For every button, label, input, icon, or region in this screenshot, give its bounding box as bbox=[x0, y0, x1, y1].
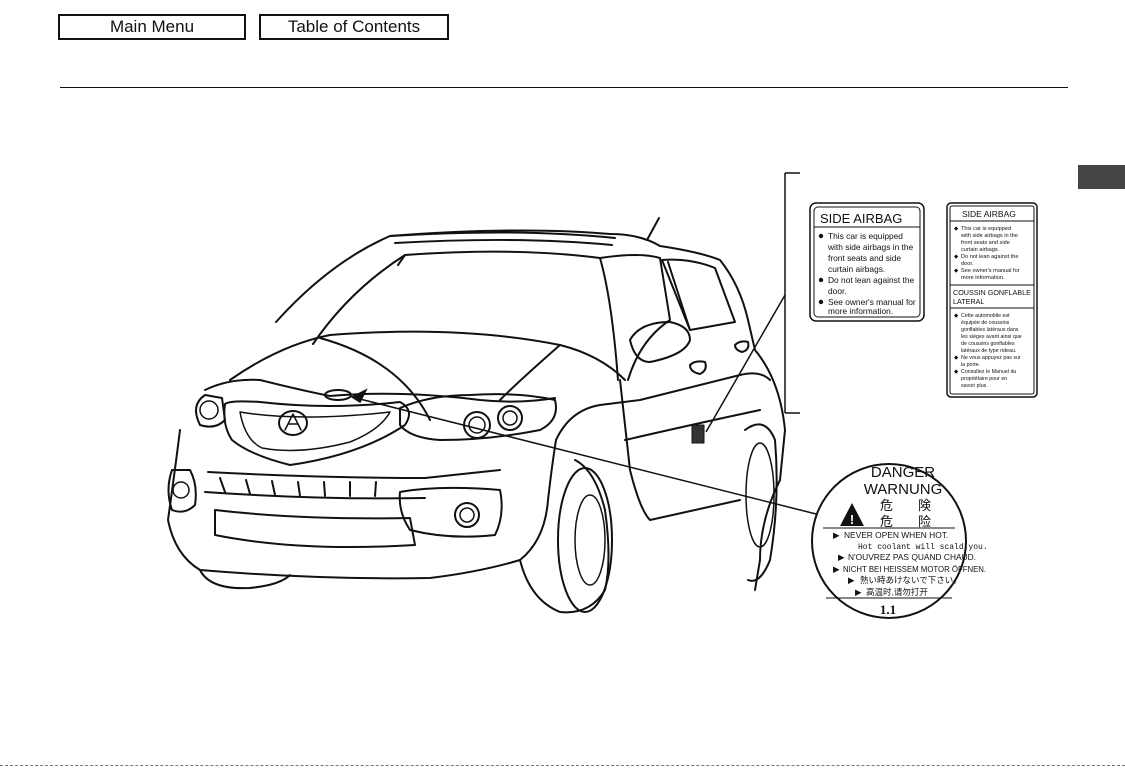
label-line: with side airbags in the bbox=[827, 242, 914, 252]
danger-heading: DANGER bbox=[871, 464, 935, 481]
label-line: curtain airbags. bbox=[828, 264, 885, 274]
label-line: See owner's manual for bbox=[828, 297, 916, 307]
triangle-pointer-icon: ▶ bbox=[838, 552, 845, 562]
label-line: de coussins gonflables bbox=[961, 341, 1015, 347]
cjk-danger-2a: 危 bbox=[880, 514, 893, 529]
warning-line: 高温时,请勿打开 bbox=[866, 587, 928, 597]
svg-text:!: ! bbox=[850, 512, 854, 527]
warning-line: NICHT BEI HEISSEM MOTOR ÖFFNEN. bbox=[843, 565, 986, 574]
label-line: latéraux de type rideau. bbox=[961, 348, 1016, 354]
header-rule bbox=[60, 87, 1068, 88]
side-airbag-label-english: SIDE AIRBAG This car is equipped with si… bbox=[809, 202, 925, 322]
table-of-contents-button[interactable]: Table of Contents bbox=[259, 14, 449, 40]
label-line: gonflables latéraux dans bbox=[961, 327, 1019, 333]
radiator-cap-danger-label: DANGER WARNUNG ! 危 険 危 险 ▶ NEVER OPEN WH… bbox=[811, 463, 988, 619]
label-line: See owner's manual for bbox=[961, 268, 1020, 274]
section-tab bbox=[1078, 165, 1125, 189]
suv-line-drawing bbox=[167, 217, 786, 614]
label-title: SIDE AIRBAG bbox=[820, 211, 902, 226]
label-line: front seats and side bbox=[961, 240, 1010, 246]
page-bottom-edge bbox=[0, 765, 1125, 766]
cjk-danger-1a: 危 bbox=[880, 498, 893, 513]
triangle-pointer-icon: ▶ bbox=[848, 575, 855, 585]
label-line: front seats and side bbox=[828, 253, 901, 263]
svg-text:◆: ◆ bbox=[954, 226, 959, 232]
svg-text:◆: ◆ bbox=[954, 268, 959, 274]
side-airbag-label-bilingual: SIDE AIRBAG ◆ This car is equipped with … bbox=[946, 202, 1038, 398]
triangle-pointer-icon: ▶ bbox=[833, 530, 840, 540]
label-line: with side airbags in the bbox=[960, 233, 1018, 239]
label-line: les sièges avant ainsi que bbox=[961, 334, 1022, 340]
label-line: savoir plus. bbox=[961, 383, 988, 389]
triangle-pointer-icon: ▶ bbox=[833, 564, 840, 574]
label-line: This car is equipped bbox=[828, 231, 903, 241]
label-line: more information. bbox=[961, 275, 1005, 281]
warnung-heading: WARNUNG bbox=[864, 481, 943, 498]
label-line: Ne vous appuyez pas sur bbox=[961, 355, 1021, 361]
label-line: This car is equipped bbox=[961, 226, 1011, 232]
warning-line: N'OUVREZ PAS QUAND CHAUD. bbox=[848, 552, 976, 562]
svg-text:◆: ◆ bbox=[954, 254, 959, 260]
label-line: door. bbox=[828, 286, 847, 296]
label-title: SIDE AIRBAG bbox=[962, 209, 1016, 219]
label-line: Cette automobile est bbox=[961, 313, 1010, 319]
label-line: curtain airbags. bbox=[961, 247, 1000, 253]
label-line: more information. bbox=[828, 306, 893, 316]
warning-line: NEVER OPEN WHEN HOT. bbox=[844, 530, 948, 540]
label-line: Consultez le Manuel du bbox=[961, 369, 1016, 375]
main-menu-button[interactable]: Main Menu bbox=[58, 14, 246, 40]
label-line: Do not lean against the bbox=[961, 254, 1019, 260]
label-subtitle: LATERAL bbox=[953, 297, 984, 306]
label-line: propriétaire pour en bbox=[961, 376, 1007, 382]
svg-text:◆: ◆ bbox=[954, 313, 958, 319]
label-line: la porte. bbox=[961, 362, 980, 368]
warning-triangle-icon: ! bbox=[840, 503, 864, 527]
rating-number: 1.1 bbox=[880, 602, 896, 617]
callout-leader-lines bbox=[350, 172, 829, 518]
cjk-danger-1b: 険 bbox=[918, 498, 931, 513]
triangle-pointer-icon: ▶ bbox=[855, 587, 862, 597]
warning-line: Hot coolant will scald you. bbox=[858, 543, 988, 552]
svg-text:◆: ◆ bbox=[954, 355, 958, 361]
cjk-danger-2b: 险 bbox=[918, 514, 931, 529]
label-line: équipée de coussins bbox=[961, 320, 1010, 326]
label-subtitle: COUSSIN GONFLABLE bbox=[953, 288, 1031, 297]
label-line: door. bbox=[961, 261, 974, 267]
warning-line: 熱い時あけないで下さい。 bbox=[860, 575, 962, 585]
label-line: Do not lean against the bbox=[828, 275, 914, 285]
svg-text:◆: ◆ bbox=[954, 369, 958, 375]
